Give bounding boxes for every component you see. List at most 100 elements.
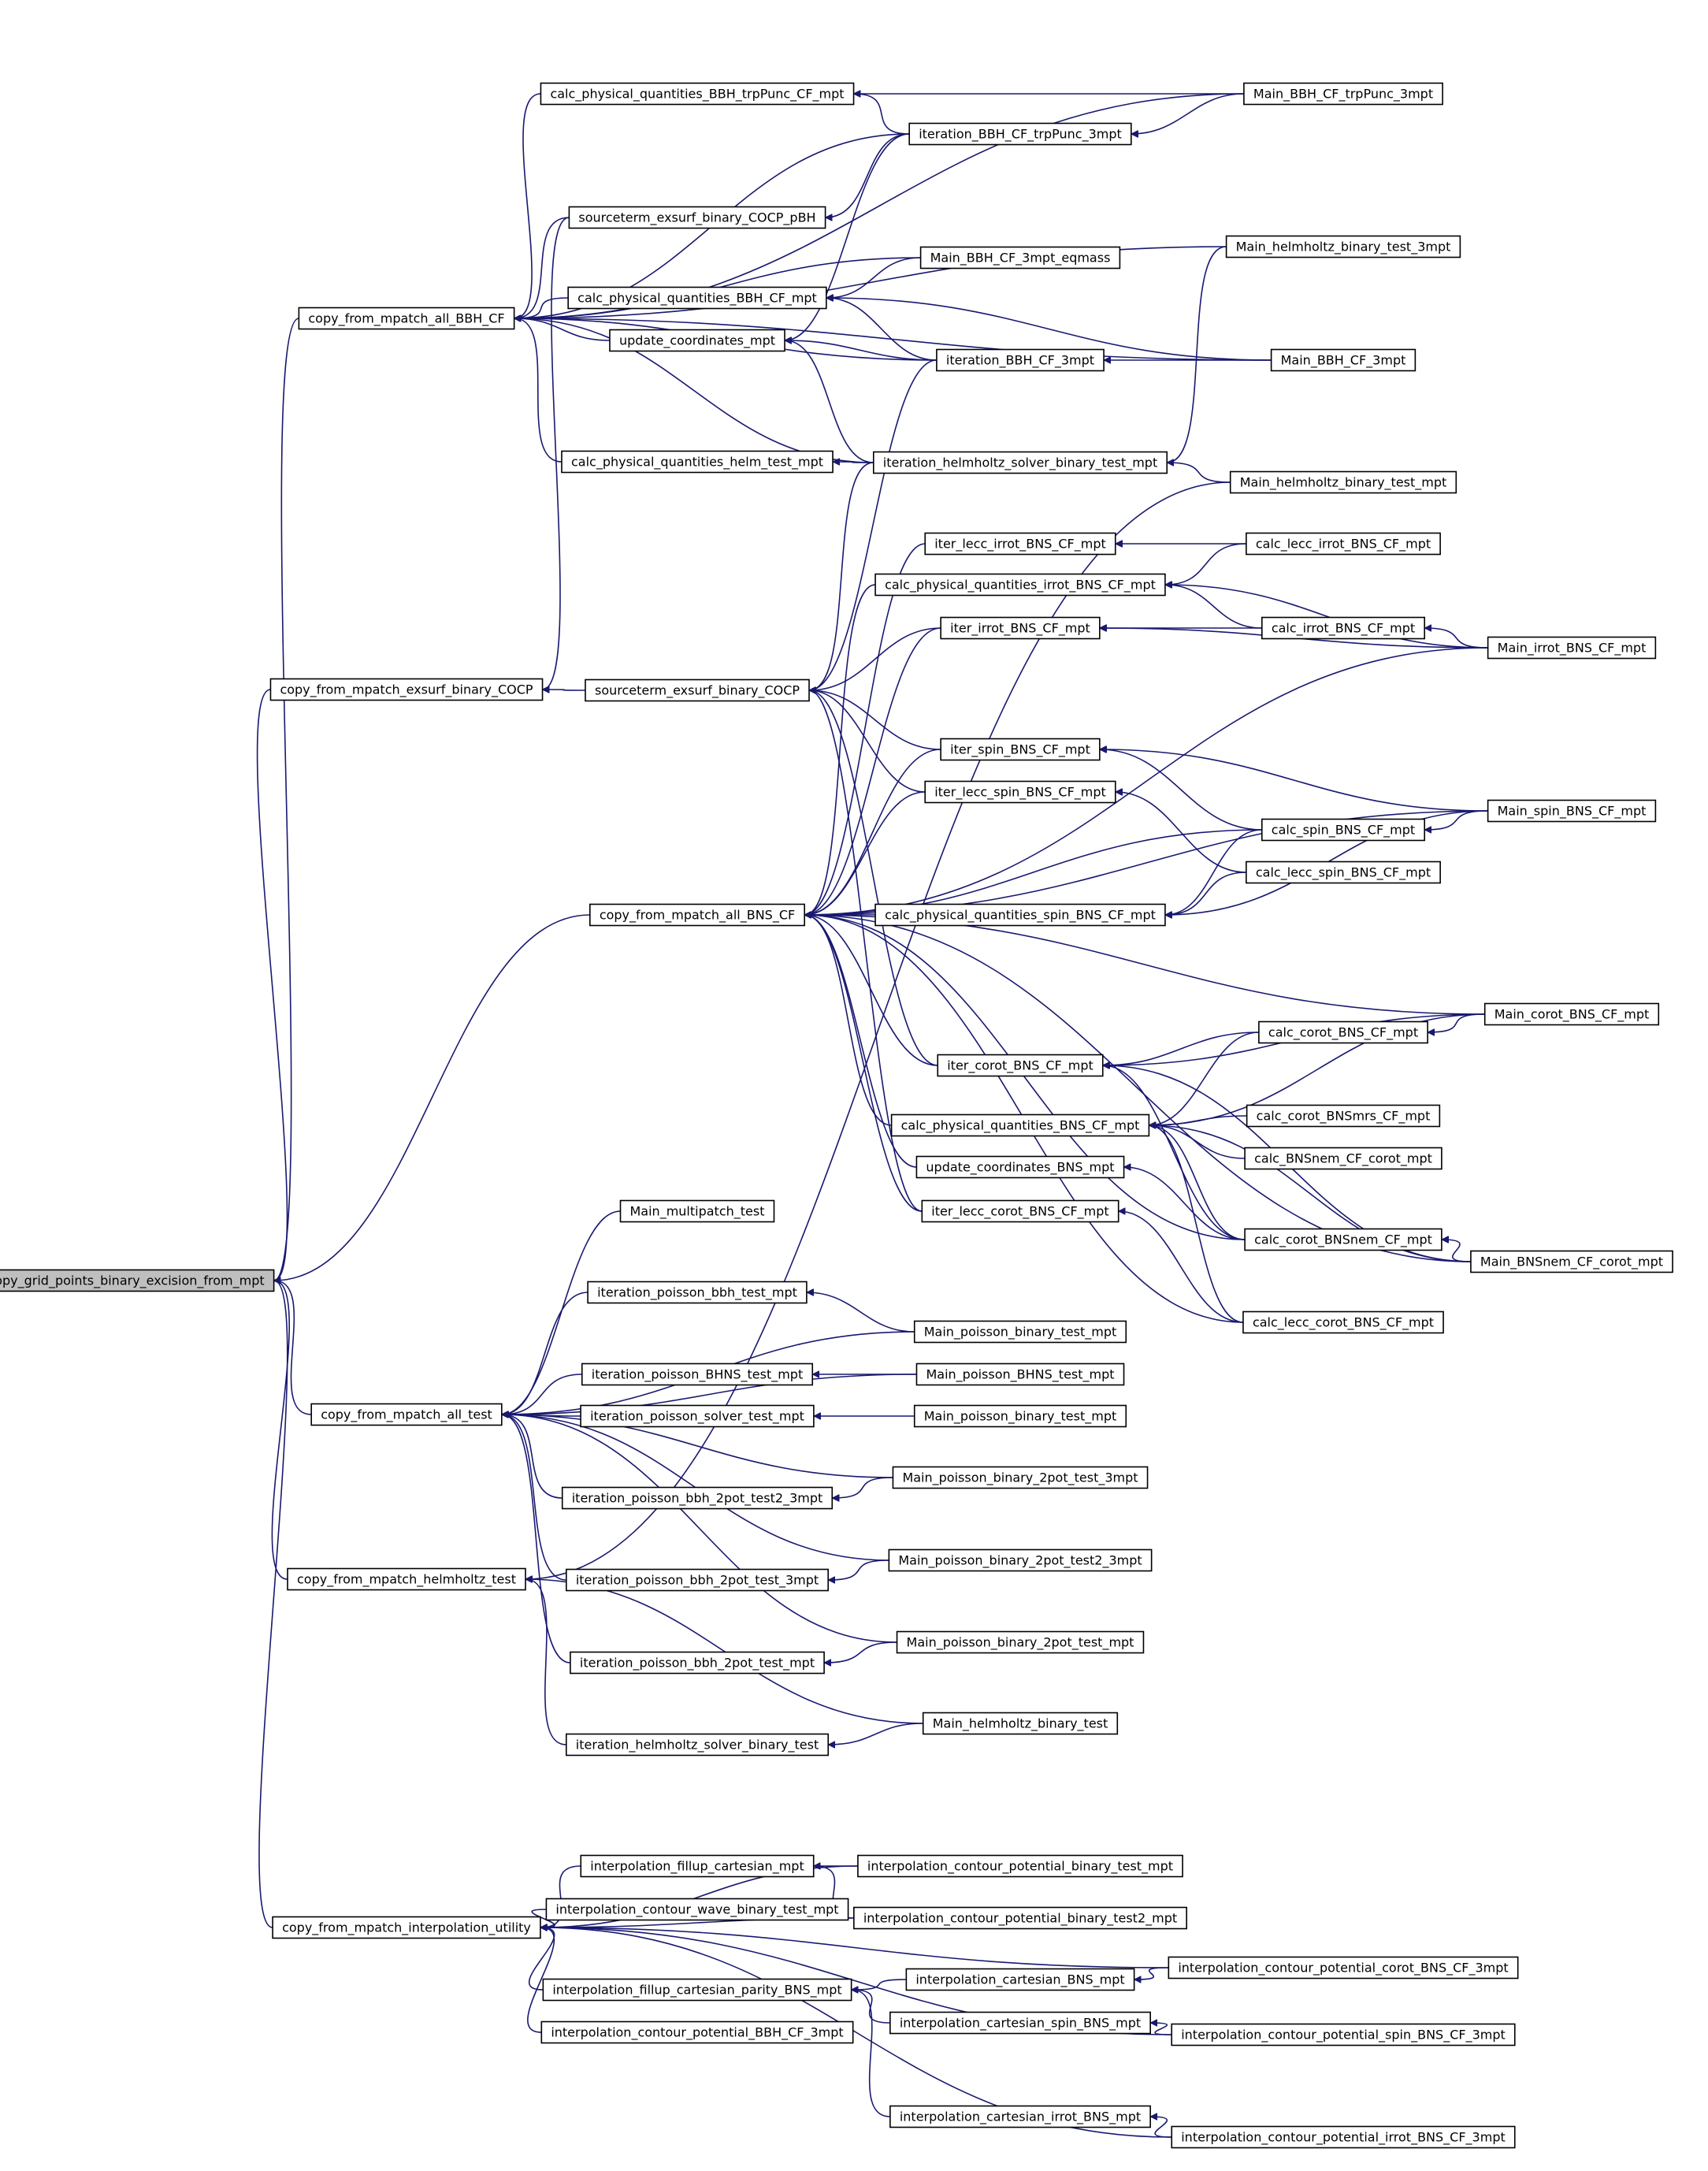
node-icwbt[interactable]: interpolation_contour_wave_binary_test_m… — [545, 1898, 849, 1921]
node-itcorot[interactable]: iter_corot_BNS_CF_mpt — [937, 1054, 1104, 1077]
node-box — [853, 1906, 1187, 1930]
call-edge — [1124, 1167, 1246, 1240]
node-itbbhtrp[interactable]: iteration_BBH_CF_trpPunc_3mpt — [908, 122, 1132, 146]
node-mhlm3[interactable]: Main_helmholtz_binary_test_3mpt — [1225, 235, 1461, 258]
node-box — [936, 348, 1105, 372]
node-box — [269, 678, 544, 701]
node-cpqhlm[interactable]: calc_physical_quantities_helm_test_mpt — [561, 450, 834, 474]
node-box — [890, 1113, 1150, 1137]
call-edge — [514, 318, 562, 463]
node-cpqbns[interactable]: calc_physical_quantities_BNS_CF_mpt — [890, 1113, 1150, 1137]
node-itleccirr[interactable]: iter_lecc_irrot_BNS_CF_mpt — [924, 532, 1116, 556]
node-mbbh3[interactable]: Main_BBH_CF_3mpt — [1270, 348, 1417, 372]
node-clecccorot[interactable]: calc_lecc_corot_BNS_CF_mpt — [1242, 1310, 1444, 1334]
node-ithlm[interactable]: iteration_helmholtz_solver_binary_test_m… — [872, 451, 1168, 474]
node-cleccirr[interactable]: calc_lecc_irrot_BNS_CF_mpt — [1246, 532, 1441, 556]
node-icpirr[interactable]: interpolation_contour_potential_irrot_BN… — [1171, 2125, 1516, 2149]
node-exs[interactable]: copy_from_mpatch_exsurf_binary_COCP — [269, 678, 544, 701]
node-itpbhns[interactable]: iteration_poisson_BHNS_test_mpt — [581, 1362, 814, 1386]
call-edge — [1149, 1013, 1485, 1125]
node-itleccspin[interactable]: iter_lecc_spin_BNS_CF_mpt — [924, 780, 1116, 804]
node-cnem[interactable]: calc_BNSnem_CF_corot_mpt — [1244, 1147, 1443, 1170]
node-mpb2[interactable]: Main_poisson_binary_test_mpt — [913, 1404, 1127, 1428]
call-edge — [1149, 1125, 1246, 1240]
node-box — [585, 678, 810, 702]
node-cleccspin[interactable]: calc_lecc_spin_BNS_CF_mpt — [1246, 861, 1441, 884]
node-ccorotnem[interactable]: calc_corot_BNSnem_CF_mpt — [1244, 1228, 1443, 1251]
node-itp[interactable]: copy_from_mpatch_interpolation_utility — [272, 1916, 541, 1939]
node-ifcp[interactable]: interpolation_fillup_cartesian_parity_BN… — [542, 1978, 852, 2002]
node-tst[interactable]: copy_from_mpatch_all_test — [310, 1403, 503, 1426]
node-mp2p3[interactable]: Main_poisson_binary_2pot_test_3mpt — [892, 1466, 1149, 1489]
node-label: calc_lecc_irrot_BNS_CF_mpt — [1256, 537, 1431, 552]
node-cpqspin[interactable]: calc_physical_quantities_spin_BNS_CF_mpt — [874, 903, 1166, 927]
node-bns[interactable]: copy_from_mpatch_all_BNS_CF — [589, 903, 805, 927]
node-cspin[interactable]: calc_spin_BNS_CF_mpt — [1261, 818, 1426, 842]
node-mcorot[interactable]: Main_corot_BNS_CF_mpt — [1483, 1002, 1660, 1026]
node-icbns[interactable]: interpolation_cartesian_BNS_mpt — [905, 1968, 1135, 1991]
node-itp2t3[interactable]: iteration_poisson_bbh_2pot_test_3mpt — [566, 1568, 829, 1592]
node-cpqirr[interactable]: calc_physical_quantities_irrot_BNS_CF_mp… — [874, 573, 1166, 597]
node-icpbt2[interactable]: interpolation_contour_potential_binary_t… — [853, 1906, 1187, 1930]
node-label: copy_from_mpatch_exsurf_binary_COCP — [280, 682, 533, 698]
node-ithlmt[interactable]: iteration_helmholtz_solver_binary_test — [565, 1733, 830, 1757]
node-label: Main_poisson_BHNS_test_mpt — [926, 1367, 1114, 1383]
node-box — [872, 451, 1168, 474]
node-box — [1168, 1956, 1519, 1980]
node-cpqtrp[interactable]: calc_physical_quantities_BBH_trpPunc_CF_… — [540, 82, 855, 106]
node-icpcorot[interactable]: interpolation_contour_potential_corot_BN… — [1168, 1956, 1519, 1980]
node-srcpbh[interactable]: sourceterm_exsurf_binary_COCP_pBH — [568, 206, 826, 229]
node-srccocp[interactable]: sourceterm_exsurf_binary_COCP — [585, 678, 810, 702]
node-mnem[interactable]: Main_BNSnem_CF_corot_mpt — [1470, 1250, 1673, 1273]
node-label: calc_physical_quantities_BBH_CF_mpt — [577, 291, 817, 307]
node-ccorotmrs[interactable]: calc_corot_BNSmrs_CF_mpt — [1246, 1104, 1441, 1128]
node-itpsol[interactable]: iteration_poisson_solver_test_mpt — [580, 1404, 815, 1428]
node-mbbheq[interactable]: Main_BBH_CF_3mpt_eqmass — [919, 246, 1121, 270]
node-ccorot[interactable]: calc_corot_BNS_CF_mpt — [1258, 1020, 1428, 1044]
node-mbbhtrp[interactable]: Main_BBH_CF_trpPunc_3mpt — [1243, 82, 1443, 106]
node-label: iteration_poisson_bbh_2pot_test_mpt — [580, 1656, 815, 1671]
node-itpbbh[interactable]: iteration_poisson_bbh_test_mpt — [587, 1281, 808, 1304]
node-mhlmt[interactable]: Main_helmholtz_binary_test — [922, 1712, 1119, 1735]
node-itirr[interactable]: iter_irrot_BNS_CF_mpt — [940, 616, 1101, 640]
node-itspin[interactable]: iter_spin_BNS_CF_mpt — [940, 738, 1101, 761]
node-mirr[interactable]: Main_irrot_BNS_CF_mpt — [1487, 636, 1657, 660]
node-updbns[interactable]: update_coordinates_BNS_mpt — [915, 1155, 1125, 1179]
node-updc[interactable]: update_coordinates_mpt — [609, 329, 785, 352]
node-icpbt[interactable]: interpolation_contour_potential_binary_t… — [857, 1854, 1183, 1878]
node-mmp[interactable]: Main_multipatch_test — [619, 1199, 775, 1223]
node-icpbbh[interactable]: interpolation_contour_potential_BBH_CF_3… — [540, 2020, 854, 2044]
node-icpspin[interactable]: interpolation_contour_potential_spin_BNS… — [1171, 2023, 1516, 2046]
node-mpbhns[interactable]: Main_poisson_BHNS_test_mpt — [915, 1362, 1125, 1386]
node-itbbh3[interactable]: iteration_BBH_CF_3mpt — [936, 348, 1105, 372]
node-itp2tm[interactable]: iteration_poisson_bbh_2pot_test_mpt — [570, 1651, 825, 1675]
node-cirr[interactable]: calc_irrot_BNS_CF_mpt — [1261, 616, 1425, 640]
node-mhlmmpt[interactable]: Main_helmholtz_binary_test_mpt — [1229, 470, 1457, 494]
node-label: copy_from_mpatch_all_test — [321, 1407, 492, 1423]
node-box — [1261, 616, 1425, 640]
node-ifc[interactable]: interpolation_fillup_cartesian_mpt — [580, 1854, 815, 1878]
node-label: iteration_poisson_bbh_2pot_test2_3mpt — [572, 1491, 823, 1507]
node-cpqbbh[interactable]: calc_physical_quantities_BBH_CF_mpt — [567, 286, 827, 310]
node-mspin[interactable]: Main_spin_BNS_CF_mpt — [1487, 799, 1657, 823]
node-itp2t23[interactable]: iteration_poisson_bbh_2pot_test2_3mpt — [561, 1486, 834, 1510]
node-box — [0, 1269, 275, 1292]
node-icirr[interactable]: interpolation_cartesian_irrot_BNS_mpt — [889, 2105, 1151, 2128]
node-box — [1246, 1104, 1441, 1128]
node-label: calc_BNSnem_CF_corot_mpt — [1254, 1151, 1432, 1167]
node-box — [857, 1854, 1183, 1878]
node-itlecccorot[interactable]: iter_lecc_corot_BNS_CF_mpt — [921, 1199, 1119, 1223]
node-bbh[interactable]: copy_from_mpatch_all_BBH_CF — [298, 307, 515, 330]
node-box — [298, 307, 515, 330]
node-mpb1[interactable]: Main_poisson_binary_test_mpt — [913, 1320, 1127, 1344]
node-root[interactable]: copy_grid_points_binary_excision_from_mp… — [0, 1269, 275, 1292]
call-edge — [502, 1414, 893, 1478]
node-mp2pm[interactable]: Main_poisson_binary_2pot_test_mpt — [896, 1630, 1145, 1654]
node-hlm[interactable]: copy_from_mpatch_helmholtz_test — [287, 1567, 526, 1591]
node-box — [913, 1404, 1127, 1428]
node-label: calc_corot_BNS_CF_mpt — [1268, 1025, 1418, 1041]
node-box — [908, 122, 1132, 146]
node-mp2p23[interactable]: Main_poisson_binary_2pot_test2_3mpt — [888, 1548, 1153, 1572]
node-icspin[interactable]: interpolation_cartesian_spin_BNS_mpt — [889, 2011, 1151, 2035]
call-edge — [1165, 872, 1246, 915]
